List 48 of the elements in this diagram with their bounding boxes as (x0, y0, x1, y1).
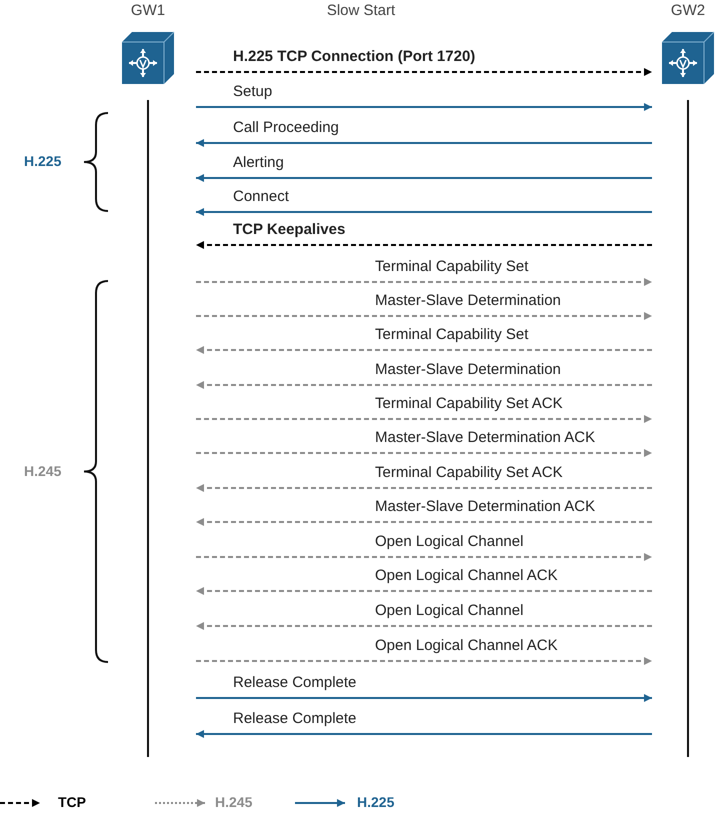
edge-label: Open Logical Channel ACK (375, 567, 558, 584)
arrow (196, 139, 652, 147)
edge-label: Release Complete (233, 710, 356, 727)
arrow (196, 174, 652, 182)
edge-label: Master-Slave Determination (375, 292, 561, 309)
arrow (196, 449, 652, 457)
arrow (196, 68, 652, 76)
arrow (196, 553, 652, 561)
edge-label: Master-Slave Determination (375, 361, 561, 378)
arrow (196, 484, 652, 492)
edge-label: Open Logical Channel (375, 602, 524, 619)
arrow (196, 730, 652, 738)
edge-label: Release Complete (233, 674, 356, 691)
edge-label: Terminal Capability Set ACK (375, 395, 563, 412)
edge-label: Terminal Capability Set (375, 326, 528, 343)
arrow (196, 208, 652, 216)
participant-name: GW1 (130, 2, 166, 19)
legend-label: TCP (58, 794, 86, 810)
arrow (196, 278, 652, 286)
legend-label: H.225 (357, 794, 394, 810)
edge-label: Terminal Capability Set ACK (375, 464, 563, 481)
edge-label: TCP Keepalives (233, 221, 346, 238)
arrow (196, 622, 652, 630)
arrow (196, 381, 652, 389)
arrow (196, 415, 652, 423)
arrow (196, 657, 652, 665)
edge-label: Master-Slave Determination ACK (375, 498, 596, 515)
diagram-title: Slow Start (326, 2, 396, 19)
edge-label: Call Proceeding (233, 119, 339, 136)
arrow (196, 346, 652, 354)
edge-label: Master-Slave Determination ACK (375, 429, 596, 446)
legend-label: H.245 (215, 794, 252, 810)
edge-label: Setup (233, 83, 272, 100)
arrow (196, 103, 652, 111)
arrow (196, 518, 652, 526)
edge-label: Alerting (233, 154, 284, 171)
arrow (196, 312, 652, 320)
edge-label: Terminal Capability Set (375, 258, 528, 275)
edge-label: Open Logical Channel (375, 533, 524, 550)
edge-label: H.225 TCP Connection (Port 1720) (233, 48, 476, 65)
bracket-label: H.225 (24, 153, 62, 169)
edge-label: Connect (233, 188, 289, 205)
arrow (196, 241, 652, 249)
arrow (196, 587, 652, 595)
bracket-label: H.245 (24, 462, 62, 478)
participant-name: GW2 (670, 2, 706, 19)
arrow (196, 694, 652, 702)
edge-label: Open Logical Channel ACK (375, 637, 558, 654)
